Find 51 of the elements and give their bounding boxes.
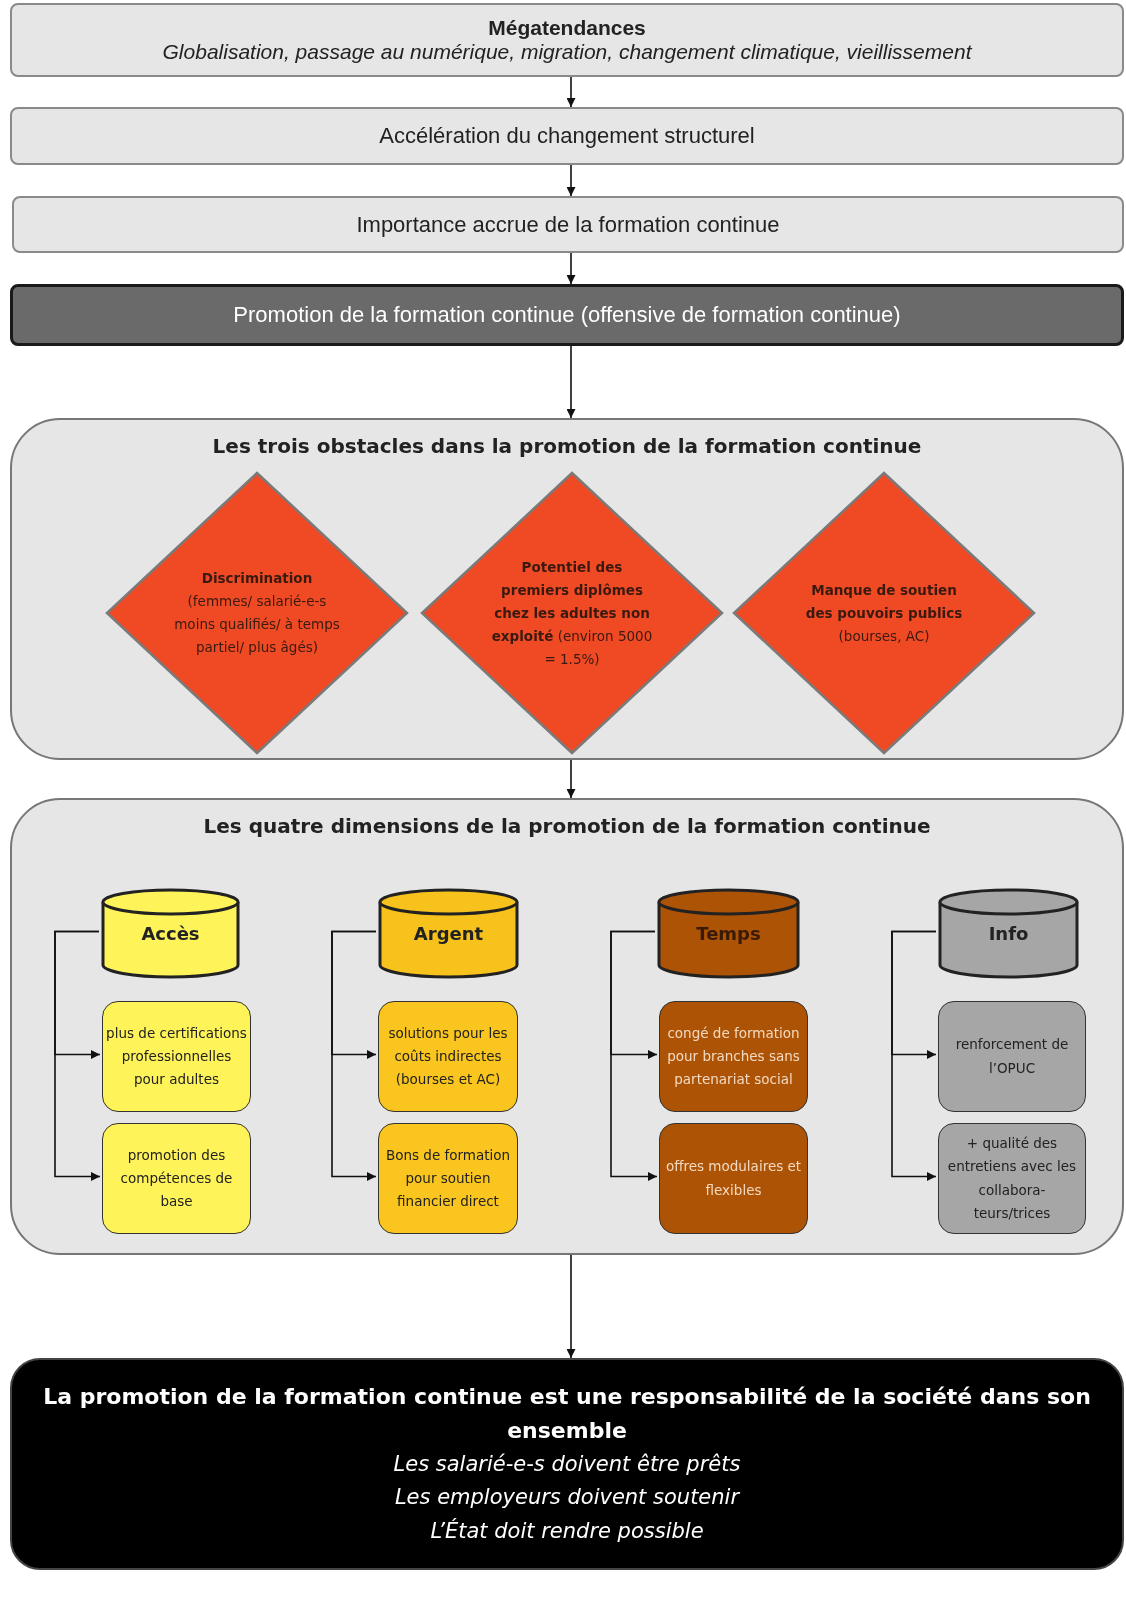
card-text: Bons de formation pour soutien financier direct (384, 1145, 512, 1212)
conclusion-line: L’État doit rendre possible (430, 1517, 704, 1545)
conclusion-line: Les employeurs doivent soutenir (394, 1484, 740, 1512)
measure-card (659, 1001, 808, 1112)
process-box (10, 3, 1124, 77)
measure-card (102, 1001, 251, 1112)
box-label: Accélération du changement structurel (379, 123, 755, 149)
card-text: plus de certifications professionnelles pour adultes (105, 1023, 248, 1090)
card-text: + qualité des entretiens avec les collabora-teurs/trices (946, 1134, 1078, 1223)
cylinder-label: Temps (695, 922, 762, 944)
card-text: promotion des compétences de base (119, 1145, 234, 1212)
diamond-text: Discrimination (femmes/ salarié-e-s moins qualifiés/ à temps partiel/ plus âgés) (173, 569, 341, 657)
arrow (331, 930, 377, 1181)
measure-card (102, 1123, 251, 1234)
measure-card (378, 1001, 518, 1112)
process-box (10, 107, 1124, 165)
panel-heading: Les quatre dimensions de la promotion de la formation continue (202, 814, 932, 838)
arrow (566, 252, 576, 285)
measure-card (378, 1123, 518, 1234)
cylinder-label: Info (987, 922, 1030, 944)
measure-card (659, 1123, 808, 1234)
arrow (566, 76, 576, 108)
panel-heading: Les trois obstacles dans la promotion de la formation continue (211, 434, 923, 458)
cylinder-label: Argent (412, 922, 485, 944)
card-text: congé de formation pour branches sans partenariat social (666, 1023, 801, 1090)
process-box (12, 196, 1124, 253)
measure-card (938, 1123, 1086, 1234)
diamond-text: Potentiel des premiers diplômes chez les adultes non exploité (environ 5000 = 1.5%) (490, 557, 654, 669)
group-panel (10, 798, 1124, 1255)
measure-card (938, 1001, 1086, 1112)
card-text: solutions pour les coûts indirectes (bourses et AC) (387, 1023, 509, 1090)
card-text: offres modulaires et flexibles (664, 1157, 803, 1200)
arrow (891, 930, 937, 1181)
box-label: Promotion de la formation continue (offensive de formation continue) (233, 302, 901, 328)
conclusion-heading: La promotion de la formation continue est une responsabilité de la société dans son ensemble (42, 1382, 1092, 1445)
arrow (54, 930, 101, 1181)
arrow (566, 345, 576, 419)
cylinder-label: Accès (140, 922, 201, 944)
card-text: renforcement de l’OPUC (954, 1035, 1070, 1078)
arrow (566, 164, 576, 197)
arrow (610, 930, 658, 1181)
arrow (566, 759, 576, 799)
diamond-text: Manque de soutien des pouvoirs publics (bourses, AC) (804, 580, 964, 646)
arrow (566, 1254, 576, 1359)
group-panel (10, 418, 1124, 760)
conclusion-box (10, 1358, 1124, 1570)
process-box (10, 284, 1124, 346)
box-heading: Mégatendances (488, 16, 646, 40)
box-text: Globalisation, passage au numérique, migration, changement climatique, vieillissement (162, 40, 972, 64)
conclusion-line: Les salarié-e-s doivent être prêts (393, 1450, 741, 1478)
box-label: Importance accrue de la formation continue (356, 211, 780, 238)
